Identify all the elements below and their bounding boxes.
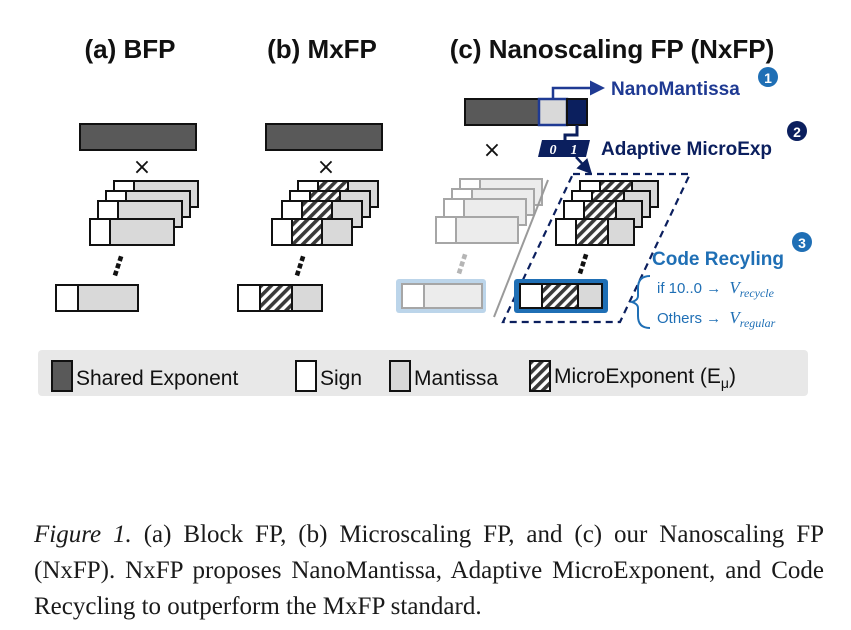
legend: Shared Exponent Sign Mantissa MicroExpon… [38,350,808,396]
faded-element-stack [435,178,543,244]
shared-exponent-block [464,98,540,126]
panel-c: NanoMantissa 1 × 0 1 Adaptive MicroExp 2… [396,67,812,330]
panel-b-title: (b) MxFP [267,34,377,64]
legend-background [38,350,808,396]
adaptive-arrow [575,156,593,175]
shared-exponent-block [265,123,383,151]
shared-exponent-block [79,123,197,151]
nanomantissa-block [537,97,569,127]
multiply-symbol: × [483,138,501,163]
adaptive-label: Adaptive MicroExp [601,139,772,160]
caption-text: (a) Block FP, (b) Microscaling FP, and (… [34,521,825,620]
caption-label: Figure 1. [34,521,132,548]
selector-connector [563,125,579,140]
nxfp-element-stack [555,180,659,246]
badge-2 [787,121,807,141]
output-element [55,284,139,312]
element-stack [271,180,379,246]
legend-swatch-shared-exponent [51,360,73,392]
panel-a-title: (a) BFP [85,34,176,64]
rule-recycle: if 10..0 → Vrecycle [657,278,775,300]
faded-output-element [401,283,483,309]
badge-1-number: 1 [764,70,772,86]
micro-block [566,98,588,126]
legend-swatch-sign [295,360,317,392]
continuation-dots: ⋮ [566,247,600,284]
selector-bit-0: 0 [550,143,557,158]
selector-bit-1: 1 [571,143,578,158]
continuation-dots: ⋮ [101,249,135,286]
nanomantissa-label: NanoMantissa [611,79,740,100]
badge-1 [758,67,778,87]
legend-label-sign: Sign [320,367,362,390]
multiply-symbol: × [317,155,335,180]
figure-caption: Figure 1. (a) Block FP, (b) Microscaling… [34,517,824,625]
legend-swatch-mantissa [389,360,411,392]
legend-label-shared-exponent: Shared Exponent [76,367,238,390]
figure-diagram: (a) BFP (b) MxFP (c) Nanoscaling FP (NxF… [38,34,812,396]
legend-label-mantissa: Mantissa [414,367,498,390]
output-element [237,284,323,312]
panel-b: × ⋮ [237,123,383,312]
nxfp-dashed-region [501,172,692,324]
badge-3 [792,232,812,252]
multiply-symbol: × [133,155,151,180]
badge-3-number: 3 [798,235,806,251]
adaptive-selector [538,140,590,157]
continuation-dots: ⋮ [283,249,317,286]
separator-line [493,179,549,318]
code-recycling-label: Code Recyling [652,249,784,270]
faded-continuation-dots: ⋮ [445,247,479,284]
badge-2-number: 2 [793,124,801,140]
element-stack [89,180,199,246]
legend-swatch-microexponent [529,360,551,392]
panel-c-title: (c) Nanoscaling FP (NxFP) [450,34,775,64]
nanomantissa-arrow [551,80,605,99]
rule-regular: Others → Vregular [657,308,776,330]
nxfp-output-element [519,283,603,309]
panel-a: × ⋮ [55,123,199,312]
rules-brace [628,275,651,329]
legend-label-microexponent: MicroExponent (Eμ) [554,365,736,391]
